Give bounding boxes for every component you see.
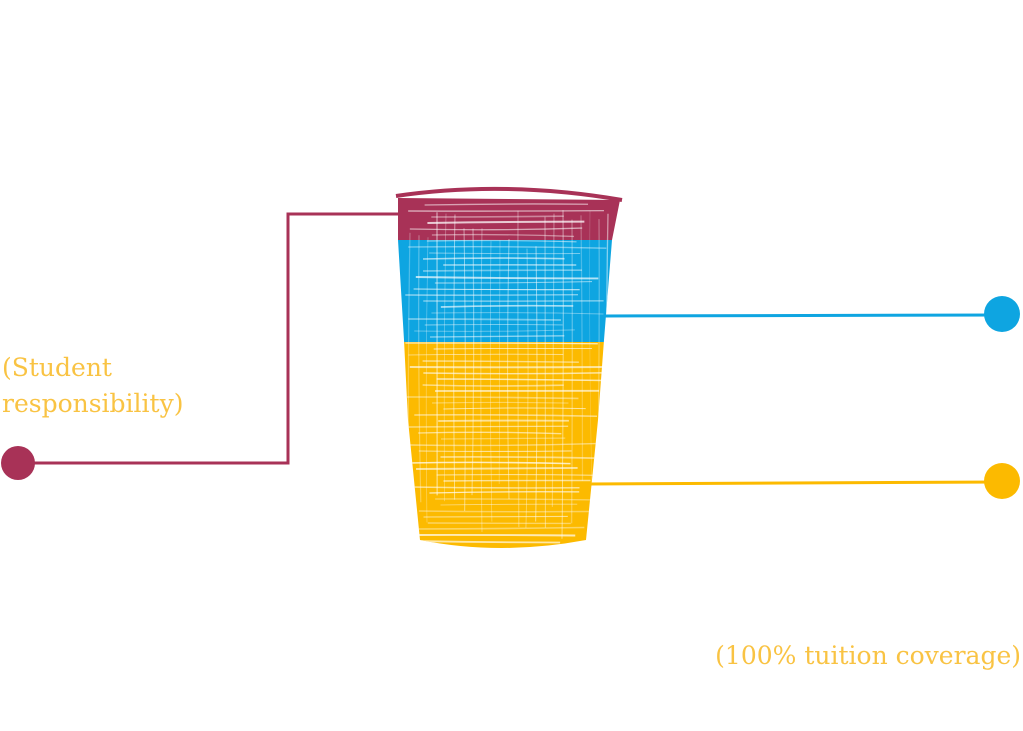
scribble-stroke: [429, 491, 580, 494]
cup: [398, 198, 620, 548]
scribble-stroke: [525, 248, 529, 528]
scribble-stroke: [436, 378, 606, 382]
scribble-stroke: [424, 203, 589, 206]
scribble-stroke: [413, 288, 580, 291]
scribble-stroke: [408, 461, 571, 465]
scribble-stroke: [422, 384, 564, 387]
scribble-stroke: [580, 215, 584, 481]
scribble-stroke: [517, 210, 520, 528]
scribble-stroke: [561, 210, 564, 539]
connector-line-student: [18, 212, 402, 465]
scribble-stroke: [489, 241, 493, 522]
scribble-stroke: [405, 526, 585, 530]
student-responsibility-label: (Student responsibility): [2, 350, 183, 422]
cup-scribble-texture: [405, 203, 609, 544]
cup-segment-gold: [398, 342, 620, 548]
scribble-stroke: [443, 407, 586, 410]
scribble-stroke: [431, 233, 575, 238]
cup-rim: [395, 186, 623, 202]
scribble-stroke: [423, 515, 568, 518]
endpoint-dot-blue: [984, 296, 1020, 332]
scribble-stroke: [440, 304, 574, 308]
scribble-stroke: [418, 431, 562, 435]
scribble-stroke: [570, 219, 574, 524]
scribble-stroke: [432, 401, 569, 404]
scribble-stroke: [441, 437, 566, 440]
student-label-line1: (Student: [2, 353, 112, 382]
scribble-stroke: [414, 414, 598, 417]
scribble-stroke: [422, 360, 579, 363]
scribble-stroke: [418, 510, 609, 513]
scribble-stroke: [408, 353, 564, 356]
scribble-stroke: [422, 257, 565, 260]
scribble-stroke: [427, 220, 585, 224]
scribble-stroke: [408, 533, 576, 537]
scribble-stroke: [471, 228, 475, 496]
scribble-stroke: [407, 396, 579, 400]
scribble-stroke: [434, 280, 593, 284]
scribble-stroke: [426, 239, 577, 243]
scribble-stroke: [418, 235, 422, 503]
scribble-stroke: [431, 312, 604, 315]
scribble-stroke: [408, 245, 607, 249]
scribble-stroke: [416, 467, 578, 470]
tuition-coverage-label: (100% tuition coverage): [715, 641, 1021, 670]
scribble-stroke: [414, 329, 575, 332]
scribble-stroke: [551, 213, 555, 507]
cup-segment-blue: [398, 240, 620, 342]
scribble-stroke: [589, 210, 593, 491]
endpoint-dot-student: [1, 446, 35, 480]
scribble-stroke: [433, 347, 592, 350]
scribble-stroke: [431, 215, 564, 218]
scribble-stroke: [423, 269, 582, 272]
connector-line-gold: [587, 480, 1003, 486]
scribble-stroke: [410, 442, 597, 447]
scribble-stroke: [507, 238, 510, 500]
student-label-line2: responsibility): [2, 389, 184, 418]
scribble-stroke: [408, 425, 569, 428]
scribble-stroke: [480, 228, 483, 532]
scribble-stroke: [408, 318, 562, 321]
scribble-stroke: [436, 474, 596, 476]
scribble-stroke: [453, 214, 456, 500]
scribble-stroke: [443, 213, 447, 502]
scribble-stroke: [429, 335, 565, 338]
scribble-stroke: [463, 228, 466, 512]
connector-line-blue: [603, 313, 1003, 318]
scribble-stroke: [435, 498, 607, 501]
scribble-stroke: [409, 486, 580, 489]
scribble-stroke: [409, 227, 583, 231]
scribble-stroke: [411, 540, 561, 544]
scribble-stroke: [535, 246, 538, 522]
scribble-stroke: [425, 237, 429, 523]
scribble-stroke: [429, 252, 581, 255]
scribble-stroke: [423, 372, 609, 375]
scribble-stroke: [443, 479, 591, 482]
endpoint-dot-gold: [984, 463, 1020, 499]
scribble-stroke: [498, 240, 501, 485]
scribble-stroke: [440, 456, 608, 460]
scribble-stroke: [405, 342, 598, 345]
